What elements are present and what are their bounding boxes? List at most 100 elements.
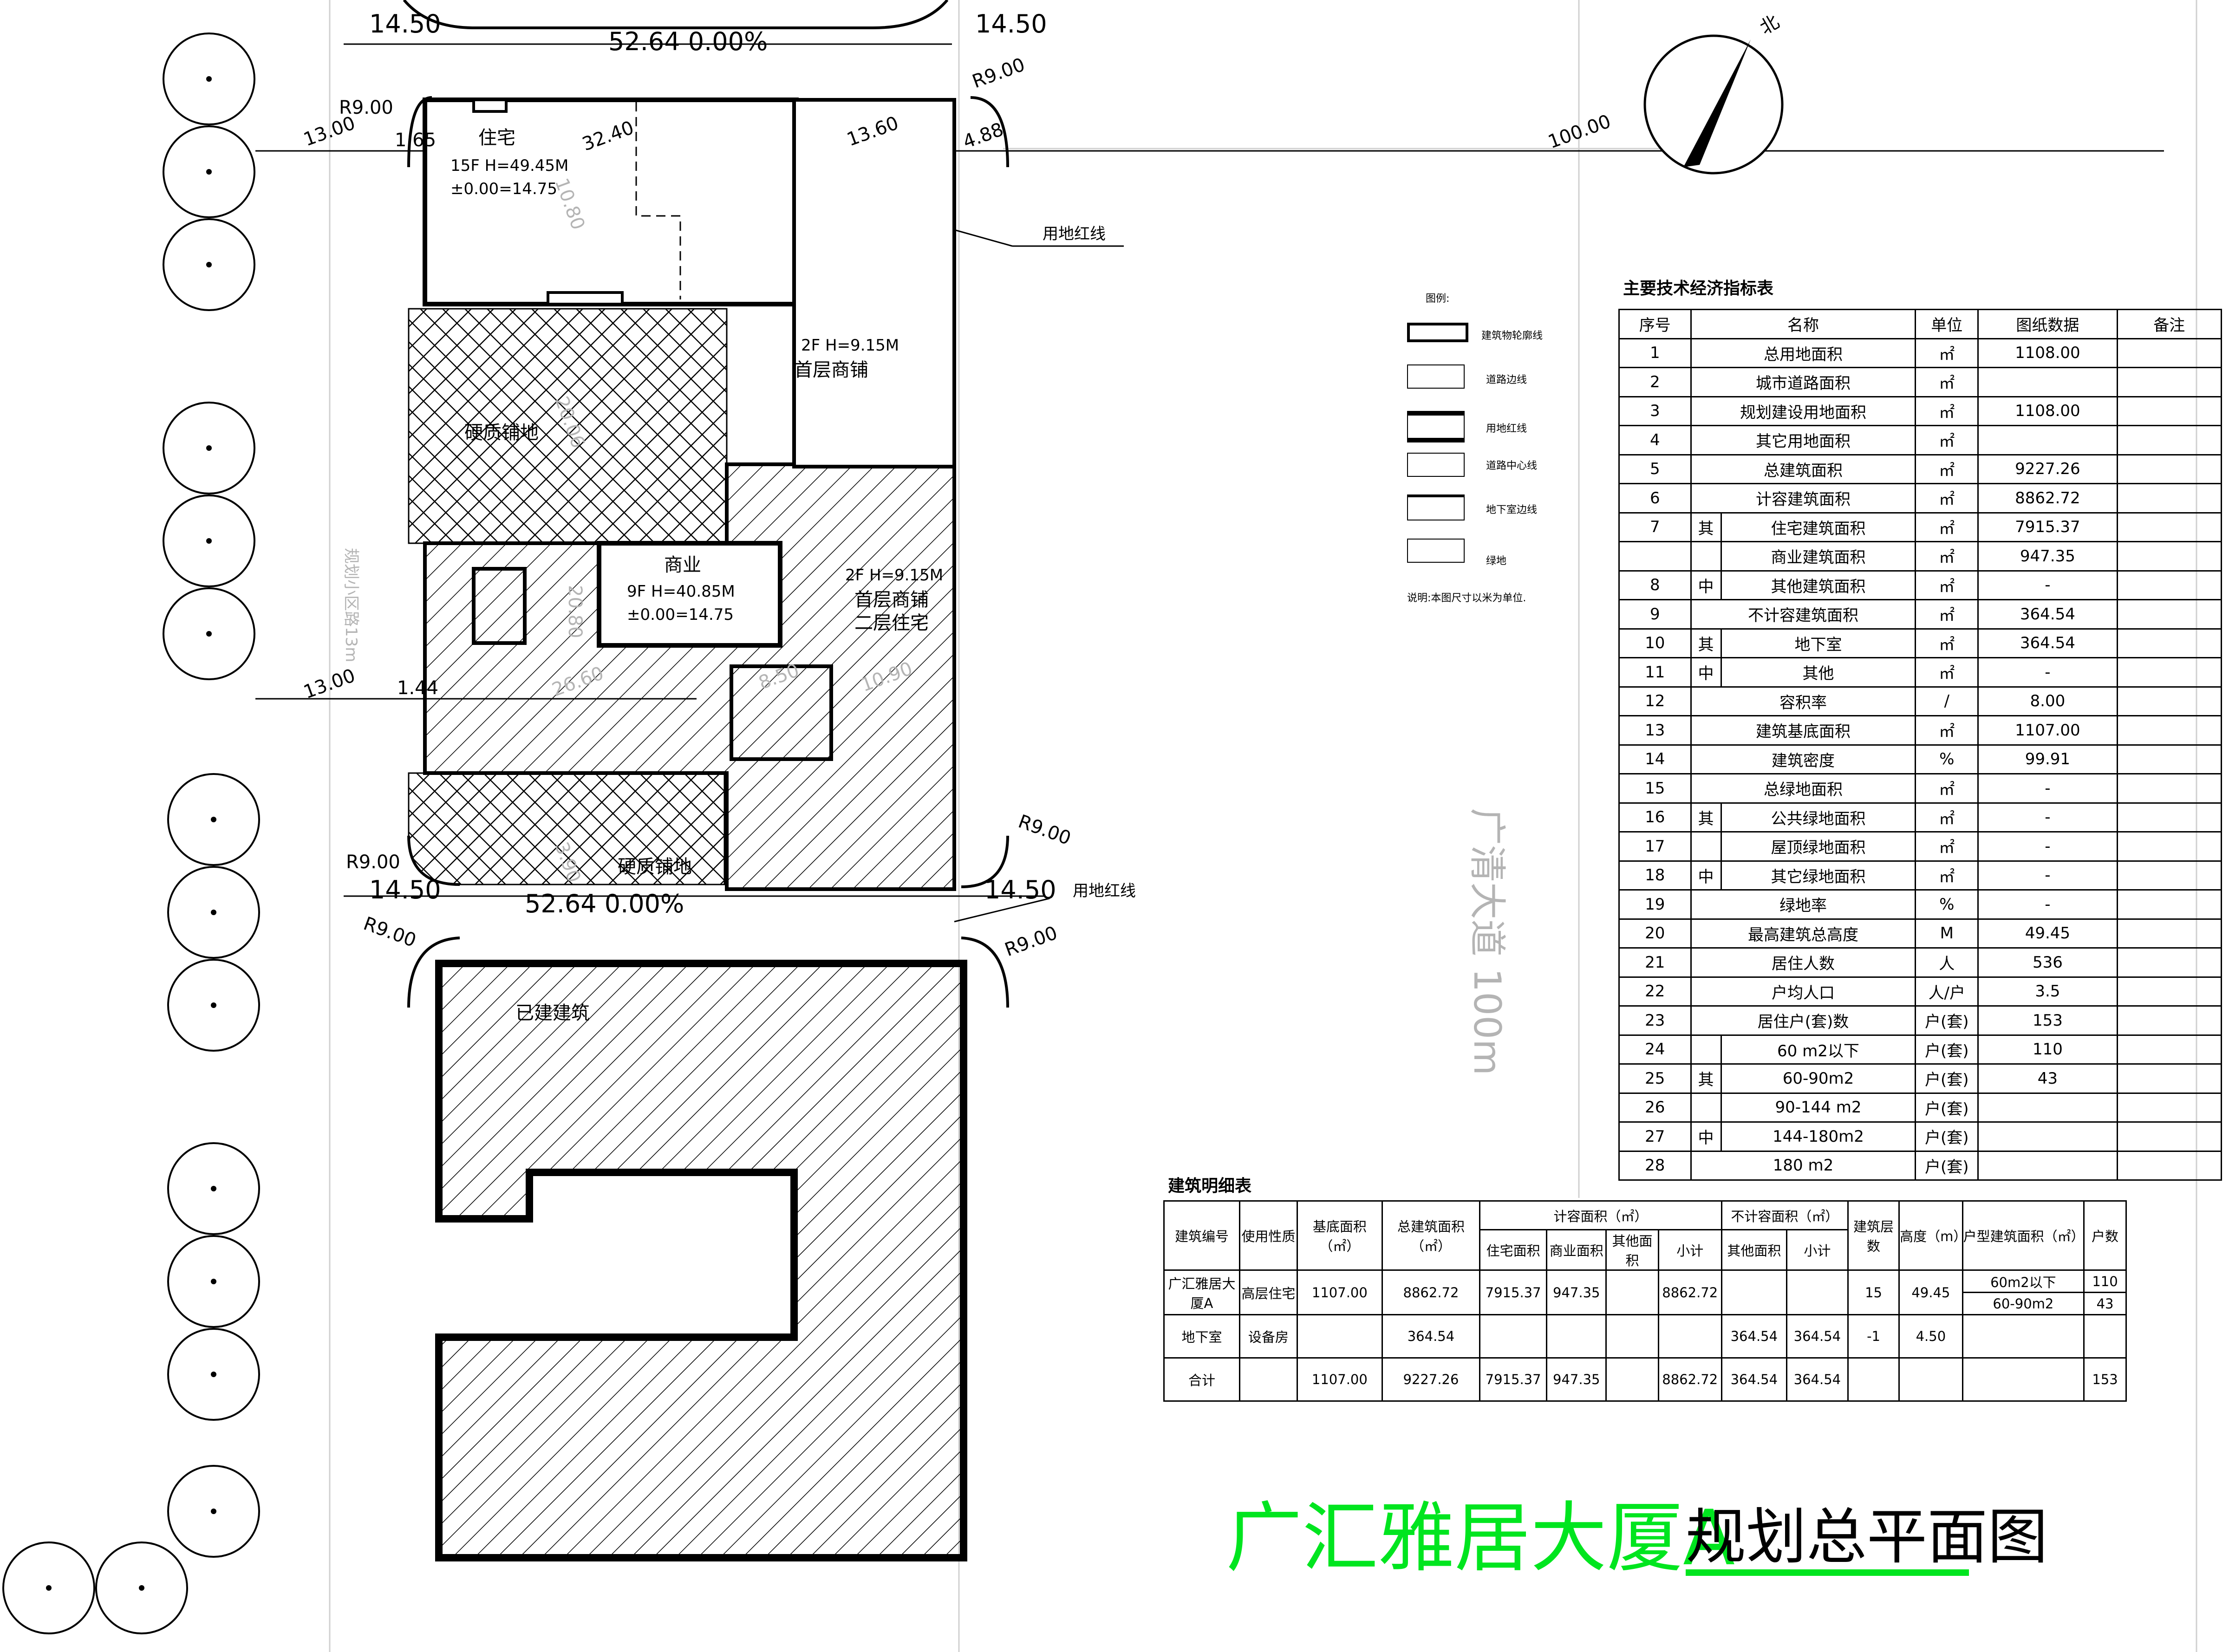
tech-cell-note	[2116, 918, 2222, 949]
tech-header-cell: 名称	[1690, 309, 1916, 339]
hardscape-bottom-label: 硬质铺地	[618, 856, 692, 878]
dim-r-top-left: R9.00	[339, 97, 393, 118]
commercial-floors: 9F H=40.85M	[627, 582, 735, 601]
tech-cell-unit: 户(套)	[1915, 1034, 1979, 1065]
tech-cell-name: 住宅建筑面积	[1720, 512, 1916, 542]
tech-cell-name: 60 m2以下	[1720, 1034, 1916, 1065]
tech-cell-index: 23	[1618, 1005, 1692, 1036]
detail-cell: 364.54	[1381, 1314, 1481, 1359]
detail-cell: 广汇雅居大厦A	[1163, 1269, 1240, 1315]
detail-cell: 49.45	[1898, 1269, 1963, 1315]
tech-cell-index: 13	[1618, 715, 1692, 746]
tech-cell-index: 27	[1618, 1121, 1692, 1152]
residential-name: 住宅	[478, 127, 515, 149]
tech-cell-value: 3.5	[1977, 976, 2118, 1007]
detail-cell: 947.35	[1546, 1269, 1607, 1315]
tech-cell-value: 1108.00	[1977, 338, 2118, 368]
tech-cell-note	[2116, 744, 2222, 774]
tech-cell-unit: ㎡	[1915, 483, 1979, 514]
tech-cell-group: 其	[1690, 628, 1722, 658]
title-underline	[1686, 1569, 1969, 1576]
tech-cell-name: 居住人数	[1690, 947, 1916, 978]
tech-cell-index: 20	[1618, 918, 1692, 949]
legend-item-center-line: 道路中心线	[1486, 460, 1538, 472]
commercial-name: 商业	[664, 554, 701, 576]
detail-cell: -1	[1847, 1314, 1900, 1359]
detail-cell: 364.54	[1786, 1314, 1849, 1359]
detail-header-row: 建筑编号使用性质基底面积（㎡）总建筑面积（㎡）计容面积（㎡）不计容面积（㎡）建筑…	[1163, 1200, 2127, 1271]
tech-cell-name: 屋顶绿地面积	[1720, 831, 1916, 862]
legend-swatch-center-line	[1407, 453, 1465, 477]
tech-header-cell: 序号	[1618, 309, 1692, 339]
tech-cell-name: 公共绿地面积	[1720, 802, 1916, 833]
tech-cell-group	[1690, 831, 1722, 862]
legend-swatch-green	[1407, 539, 1465, 563]
tech-cell-value: 8862.72	[1977, 483, 2118, 514]
tech-cell-unit: ㎡	[1915, 541, 1979, 572]
detail-cell	[1847, 1357, 1900, 1402]
tech-cell-unit: 人	[1915, 947, 1979, 978]
shop-top-floors: 2F H=9.15M	[801, 336, 899, 355]
tech-cell-note	[2116, 367, 2222, 397]
detail-subheader-cell: 住宅面积	[1479, 1229, 1548, 1271]
tech-cell-group: 中	[1690, 657, 1722, 688]
red-line-label-bottom: 用地红线	[1073, 882, 1136, 900]
tech-cell-note	[2116, 976, 2222, 1007]
commercial-block	[423, 462, 956, 891]
tech-cell-unit: ㎡	[1915, 425, 1979, 455]
tech-cell-name: 商业建筑面积	[1720, 541, 1916, 572]
tech-cell-group: 中	[1690, 1121, 1722, 1152]
tech-cell-note	[2116, 657, 2222, 688]
tech-cell-group	[1690, 541, 1722, 572]
tree-row	[2, 33, 260, 1634]
tech-cell-note	[2116, 889, 2222, 920]
detail-cell	[1898, 1357, 1963, 1402]
tech-cell-value	[1977, 367, 2118, 397]
legend-item-green: 绿地	[1486, 555, 1507, 567]
detail-header-cell: 不计容面积（㎡）	[1721, 1200, 1849, 1230]
detail-header-cell: 高度（m）	[1898, 1200, 1967, 1271]
tech-cell-unit: 人/户	[1915, 976, 1979, 1007]
tech-cell-value: 1107.00	[1977, 715, 2118, 746]
detail-cell: 947.35	[1546, 1357, 1607, 1402]
tech-header-cell: 图纸数据	[1977, 309, 2118, 339]
detail-cell: 1107.00	[1296, 1269, 1383, 1315]
tech-cell-note	[2116, 831, 2222, 862]
tech-cell-index: 9	[1618, 599, 1692, 630]
tech-cell-index	[1618, 541, 1692, 572]
tech-cell-value	[1977, 1092, 2118, 1123]
tech-cell-name: 建筑密度	[1690, 744, 1916, 774]
north-compass-icon: 北	[1643, 11, 1784, 175]
detail-cell: 7915.37	[1479, 1269, 1548, 1315]
tech-cell-name: 其它绿地面积	[1720, 860, 1916, 891]
detail-cell-households	[2083, 1314, 2127, 1359]
tech-cell-index: 25	[1618, 1063, 1692, 1094]
existing-building-label: 已建建筑	[515, 1002, 590, 1024]
tech-cell-note	[2116, 773, 2222, 804]
detail-header-cell: 使用性质	[1238, 1200, 1298, 1271]
dim-top-right: 14.50	[975, 9, 1047, 39]
tech-cell-unit: 户(套)	[1915, 1005, 1979, 1036]
tech-cell-index: 19	[1618, 889, 1692, 920]
page-title: 广汇雅居大厦A	[1226, 1494, 1735, 1582]
tech-cell-index: 14	[1618, 744, 1692, 774]
tech-cell-name: 其它用地面积	[1690, 425, 1916, 455]
detail-cell: 364.54	[1786, 1357, 1849, 1402]
detail-cell-unit-type: 60m2以下	[1962, 1269, 2085, 1293]
detail-cell: 1107.00	[1296, 1357, 1383, 1402]
detail-cell-households: 43	[2083, 1292, 2127, 1315]
detail-subheader-row: 住宅面积商业面积其他面积小计其他面积小计	[1164, 1229, 2126, 1271]
hardscape-top-label: 硬质铺地	[464, 422, 539, 443]
tech-cell-name: 城市道路面积	[1690, 367, 1916, 397]
dim-2080: 20.80	[564, 585, 586, 638]
detail-cell: 4.50	[1898, 1314, 1963, 1359]
detail-cell: 合计	[1163, 1357, 1240, 1402]
